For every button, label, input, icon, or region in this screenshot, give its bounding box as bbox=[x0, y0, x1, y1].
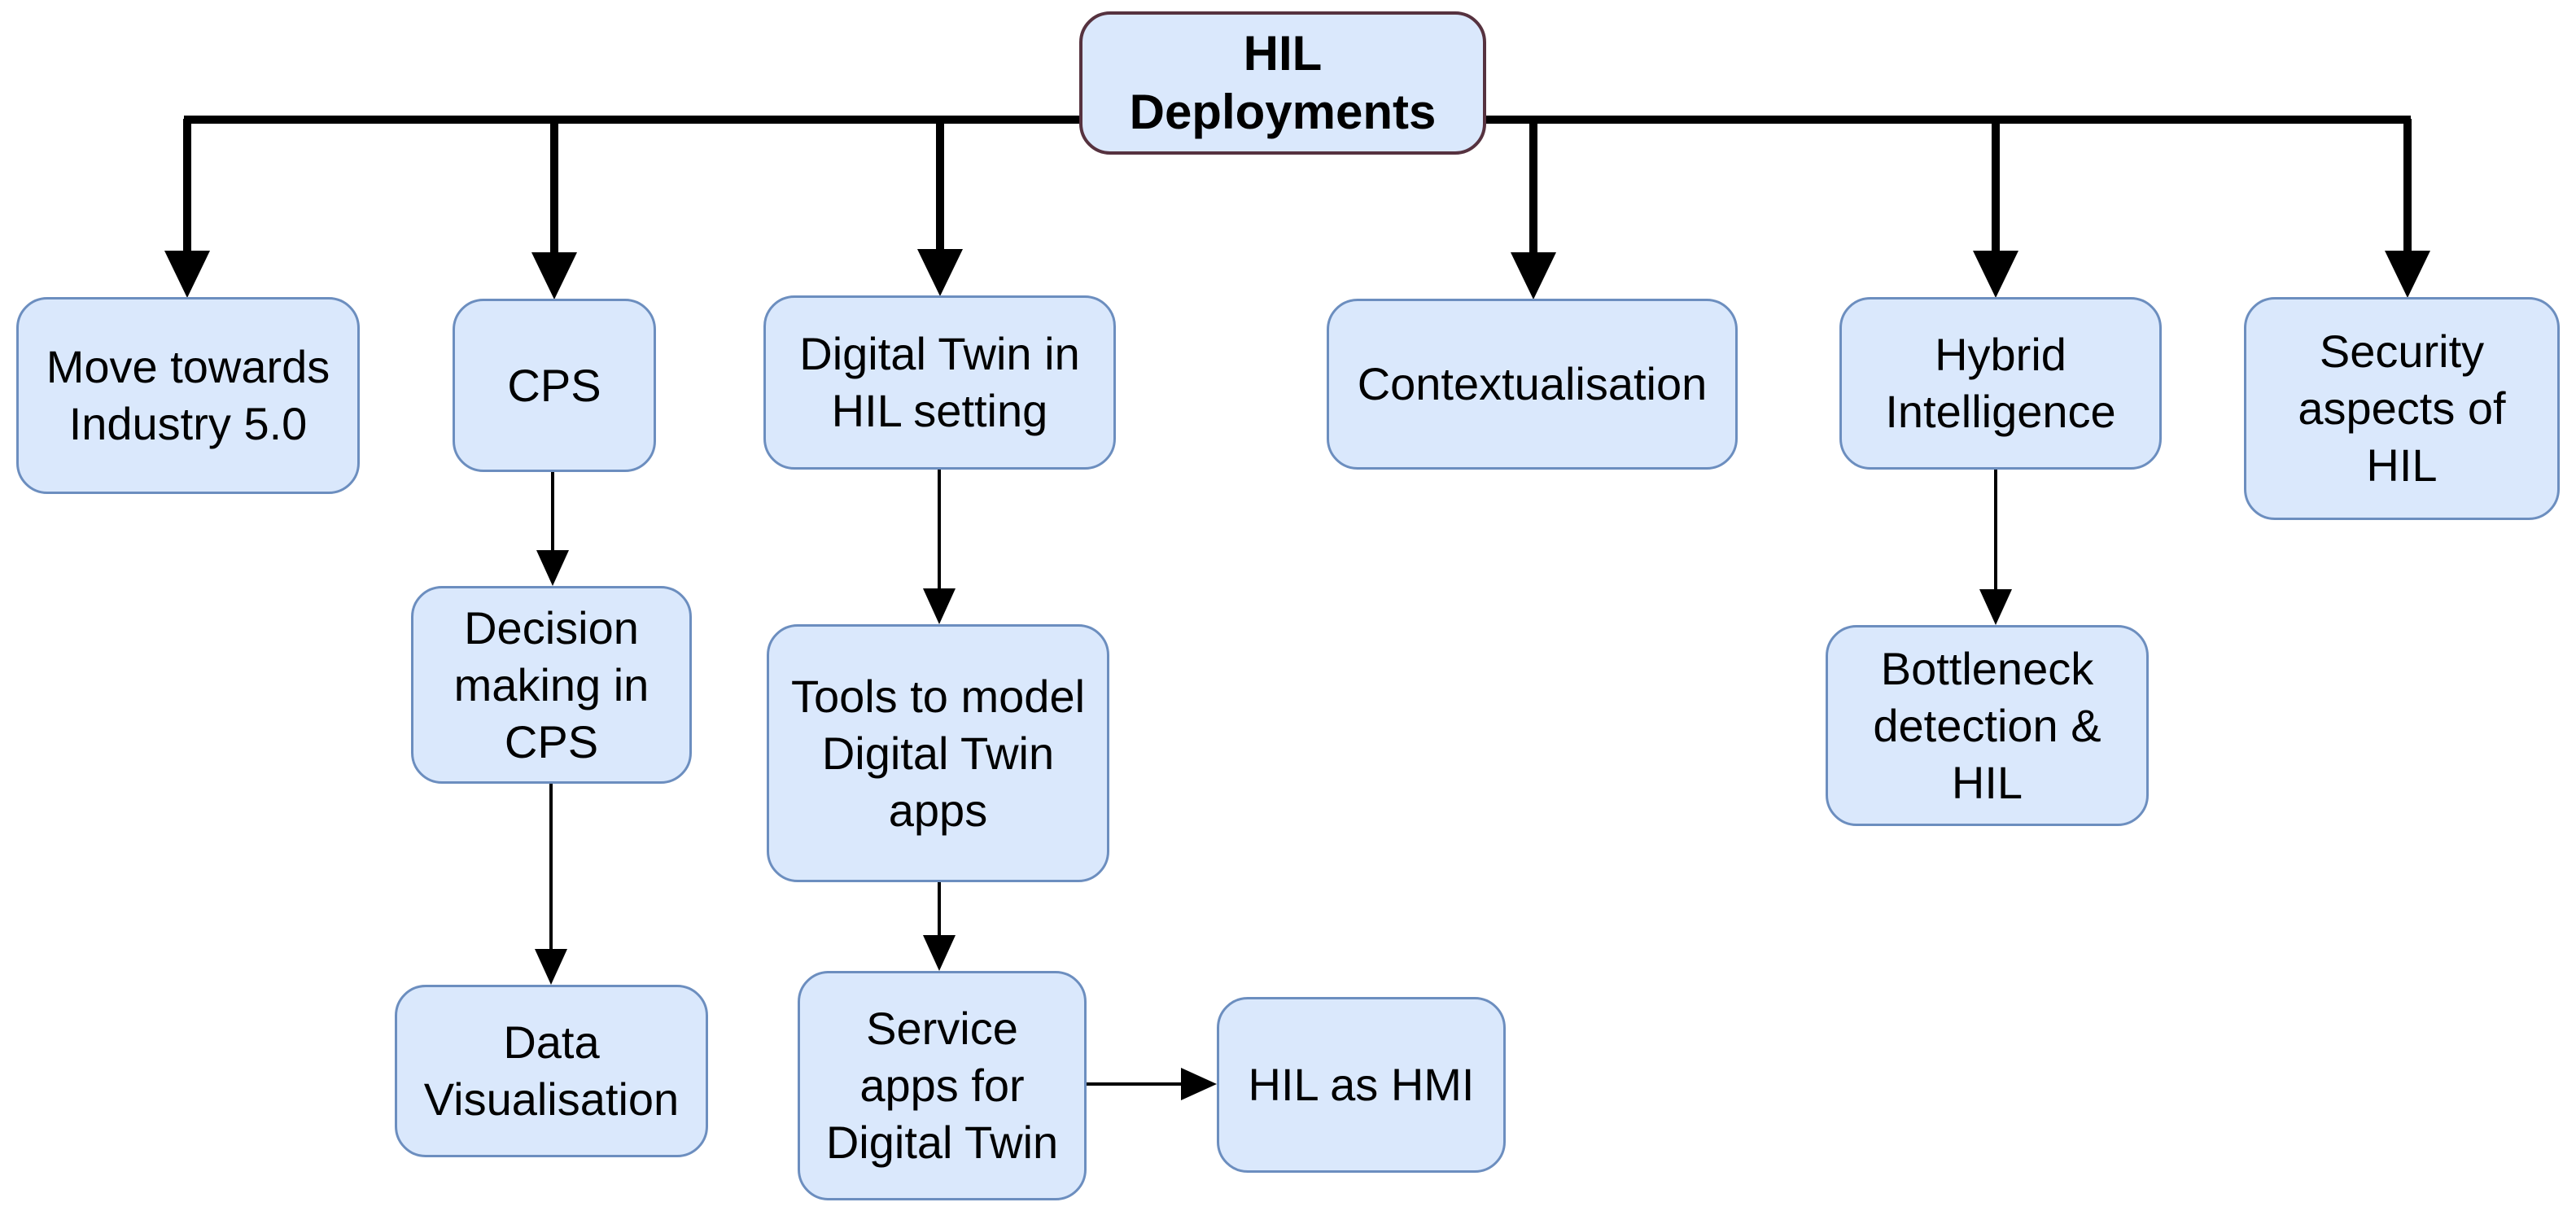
arrow-head bbox=[1511, 252, 1556, 299]
arrow-cps-to-decision-making bbox=[536, 472, 569, 586]
arrow-tools-to-service-apps bbox=[923, 882, 956, 971]
arrow-head bbox=[1973, 251, 2018, 298]
node-label: HIL Deployments bbox=[1129, 26, 1437, 139]
arrow-head bbox=[923, 935, 956, 971]
node-tools-to-model-digital-twin-apps: Tools to model Digital Twin apps bbox=[767, 624, 1109, 882]
arrow-head bbox=[536, 550, 569, 586]
arrow-hybrid-to-bottleneck bbox=[1979, 470, 2012, 625]
node-move-towards-industry-5-0: Move towards Industry 5.0 bbox=[16, 297, 360, 494]
arrow-line bbox=[938, 470, 941, 595]
arrow-line bbox=[2403, 119, 2412, 259]
arrow-line bbox=[1087, 1082, 1187, 1086]
node-decision-making-in-cps: Decision making in CPS bbox=[411, 586, 692, 784]
arrow-line bbox=[1992, 119, 2000, 259]
arrow-line bbox=[1994, 470, 1997, 596]
arrow-head bbox=[164, 251, 210, 298]
arrow-hil-to-digital-twin bbox=[917, 119, 963, 296]
arrow-decision-making-to-data-visualisation bbox=[535, 784, 567, 985]
node-label: Move towards Industry 5.0 bbox=[46, 341, 330, 449]
node-hybrid-intelligence: Hybrid Intelligence bbox=[1839, 297, 2162, 470]
node-label: Digital Twin in HIL setting bbox=[799, 328, 1080, 436]
node-cps: CPS bbox=[453, 299, 656, 472]
arrow-line bbox=[936, 119, 944, 257]
arrow-line bbox=[183, 119, 191, 259]
arrow-hil-to-hybrid-intelligence bbox=[1973, 119, 2018, 298]
arrow-line bbox=[549, 784, 553, 955]
arrow-service-apps-to-hil-as-hmi bbox=[1087, 1068, 1217, 1100]
arrow-head bbox=[2385, 251, 2430, 298]
arrow-line bbox=[550, 119, 558, 260]
node-digital-twin-in-hil-setting: Digital Twin in HIL setting bbox=[763, 295, 1116, 470]
arrow-hil-to-move-towards-industry bbox=[164, 119, 210, 298]
node-label: Service apps for Digital Twin bbox=[825, 1003, 1059, 1168]
arrow-head bbox=[917, 249, 963, 296]
node-label: Hybrid Intelligence bbox=[1885, 329, 2116, 437]
node-service-apps-for-digital-twin: Service apps for Digital Twin bbox=[798, 971, 1087, 1200]
node-label: Security aspects of HIL bbox=[2298, 326, 2506, 491]
arrow-hil-to-security-aspects bbox=[2385, 119, 2430, 298]
node-label: Contextualisation bbox=[1357, 358, 1708, 409]
node-bottleneck-detection-and-hil: Bottleneck detection & HIL bbox=[1826, 625, 2149, 826]
node-data-visualisation: Data Visualisation bbox=[395, 985, 708, 1157]
node-contextualisation: Contextualisation bbox=[1327, 299, 1738, 470]
arrow-line bbox=[1529, 119, 1537, 260]
node-hil-as-hmi: HIL as HMI bbox=[1217, 997, 1506, 1173]
node-security-aspects-of-hil: Security aspects of HIL bbox=[2244, 297, 2560, 520]
node-label: Decision making in CPS bbox=[453, 601, 649, 767]
arrow-hil-to-cps bbox=[531, 119, 577, 299]
arrow-head bbox=[531, 252, 577, 299]
arrow-head bbox=[535, 949, 567, 985]
arrow-line bbox=[938, 882, 941, 942]
arrow-head bbox=[1181, 1068, 1217, 1100]
arrow-hil-to-contextualisation bbox=[1511, 119, 1556, 299]
arrow-head bbox=[923, 588, 956, 624]
node-label: Tools to model Digital Twin apps bbox=[790, 670, 1086, 836]
node-hil-deployments: HIL Deployments bbox=[1079, 11, 1486, 155]
node-label: Bottleneck detection & HIL bbox=[1873, 642, 2101, 808]
node-label: Data Visualisation bbox=[423, 1016, 680, 1125]
arrow-digital-twin-to-tools bbox=[923, 470, 956, 624]
node-label: HIL as HMI bbox=[1248, 1059, 1475, 1110]
node-label: CPS bbox=[507, 359, 601, 411]
arrow-head bbox=[1979, 589, 2012, 625]
arrow-line bbox=[551, 472, 554, 557]
